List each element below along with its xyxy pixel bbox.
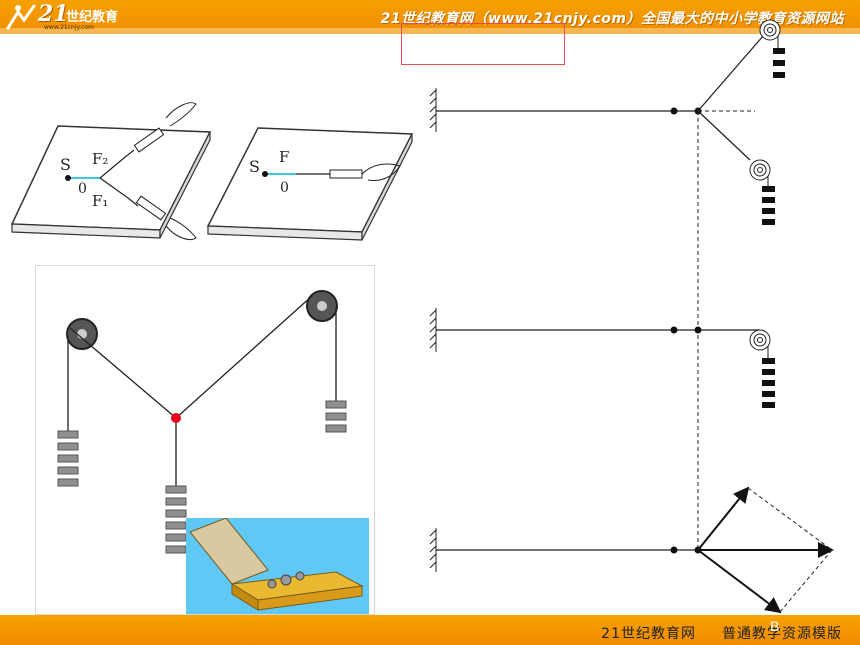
wall-one-icon: [429, 88, 437, 132]
footer-template-name: 普通教学资源模版: [722, 626, 842, 642]
footer-text: 21世纪教育网 普通教学资源模版: [601, 623, 842, 643]
weights-right-icon: [325, 400, 347, 433]
title-strip: [0, 34, 420, 64]
pulley-top-icon: [759, 19, 781, 41]
diagram-label-b: B: [770, 618, 780, 634]
header-banner: 21 世纪教育 www.21cnjy.com 21世纪教育网（www.21cnj…: [0, 0, 860, 34]
weights-box-photo: [186, 517, 369, 614]
board2-label-o: 0: [280, 180, 289, 196]
knot-point: [171, 413, 181, 423]
experiment-boards-figure: S 0 F₂ F₁ S F 0: [0, 92, 420, 260]
logo-text: 世纪教育: [66, 10, 119, 25]
footer-site-name: 21世纪教育网: [601, 626, 696, 642]
wall-two-icon: [429, 308, 437, 352]
footer-banner: 21世纪教育网 普通教学资源模版: [0, 615, 860, 645]
pulley-left-icon: [66, 318, 98, 350]
weights-top-icon: [773, 48, 785, 78]
force-diagram: [420, 0, 860, 615]
board1-label-s: S: [60, 155, 71, 174]
pulley-low-icon: [749, 329, 771, 351]
wall-three-icon: [429, 528, 437, 572]
weights-low-icon: [762, 358, 775, 408]
header-highlight: [0, 28, 860, 34]
board1-label-f1: F₁: [92, 192, 108, 210]
board2-label-f: F: [279, 148, 289, 166]
pulley-mid-icon: [749, 159, 771, 181]
board-one: [10, 102, 212, 240]
site-logo[interactable]: 21 世纪教育 www.21cnjy.com: [4, 1, 164, 32]
pulley-right-icon: [306, 290, 338, 322]
highlight-frame: [401, 23, 565, 65]
board1-label-o: 0: [78, 181, 87, 197]
board2-label-s: S: [249, 157, 260, 176]
logo-url: www.21cnjy.com: [44, 24, 94, 31]
logo-figure-icon: [6, 4, 36, 30]
board-two: [206, 127, 414, 241]
board1-label-f2: F₂: [92, 150, 108, 168]
weights-mid-icon: [762, 186, 775, 225]
weights-left-icon: [57, 430, 79, 487]
weights-middle-icon: [165, 485, 187, 554]
logo-number: 21: [38, 1, 69, 27]
